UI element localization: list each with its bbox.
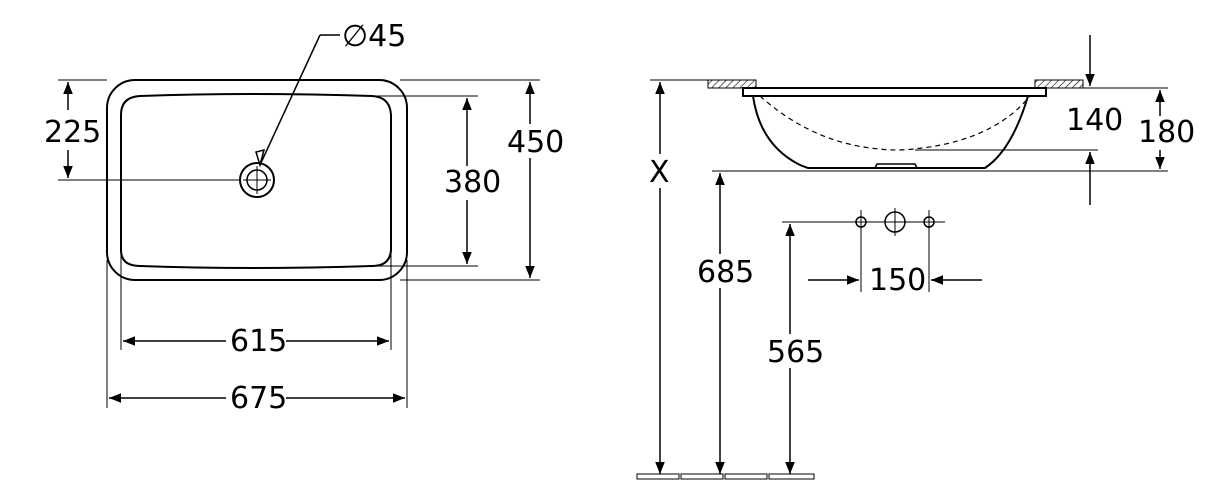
basin-inner-outline [120, 93, 392, 269]
bowl-bottom-height-label: 685 [697, 255, 754, 290]
drain-offset-label: 225 [44, 115, 101, 150]
drain-symbol [239, 162, 275, 198]
basin-bowl-inner [759, 95, 1031, 151]
countertop-right [1034, 79, 1084, 89]
total-height-label: 180 [1138, 115, 1195, 150]
mounting-height-label: X [649, 155, 670, 190]
bowl-height-label: 140 [1066, 103, 1123, 138]
tap-height-label: 565 [767, 335, 824, 370]
drain-diameter-label: ∅45 [342, 19, 406, 54]
inner-depth-label: 380 [444, 165, 501, 200]
countertop-left [707, 79, 757, 89]
basin-rim [742, 87, 1047, 97]
overall-depth-label: 450 [507, 125, 564, 160]
side-view: X 685 565 150 140 [636, 35, 1195, 480]
floor-line [636, 473, 815, 480]
tap-spacing-label: 150 [869, 263, 926, 298]
overall-width-label: 675 [230, 381, 287, 416]
inner-width-label: 615 [230, 324, 287, 359]
top-view: ∅45 225 450 380 615 675 [44, 19, 564, 416]
basin-bowl [752, 95, 1029, 169]
tap-hole-center [884, 208, 906, 236]
